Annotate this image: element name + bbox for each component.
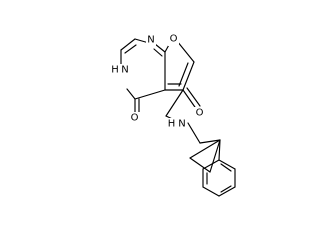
atom-label-bg-h-ring <box>111 64 120 76</box>
bond-cyclopropyl-b <box>189 157 211 173</box>
bond-c6-c5 <box>182 61 195 91</box>
chemical-structure: N O H N O O H N <box>111 33 236 197</box>
atom-label-n-amide: N <box>178 119 185 130</box>
atom-label-o-amide: O <box>196 108 204 119</box>
bond-carbonyl-o <box>182 89 198 111</box>
bond-o7-c6 <box>176 40 195 63</box>
bond-phenyl-4 <box>218 186 236 197</box>
bond-ch2-cyclopropyl <box>199 139 221 144</box>
bond-c4-n3 <box>126 88 136 100</box>
atom-label-o-furan: O <box>170 34 178 45</box>
bond-carbonyl-o-inner <box>186 87 201 107</box>
bond-c6-c5-inner <box>178 62 189 87</box>
bond-phenyl-6 <box>218 159 236 170</box>
atom-label-bg-n-ring <box>120 64 130 76</box>
atom-label-o-keto: O <box>131 113 139 124</box>
atom-label-bg-o-amide <box>194 107 205 120</box>
bond-c2-n1-double <box>120 38 136 51</box>
bond-c5-carbonyl <box>165 89 184 117</box>
atom-label-n-top: N <box>147 35 154 46</box>
atom-label-bg-o-furan <box>168 33 179 46</box>
structure-canvas: N O H N O O H N <box>111 33 236 197</box>
atom-label-bg-n-top <box>146 34 156 47</box>
atom-label-bg-h-amide <box>167 118 177 131</box>
bond-cyclopropyl-phenyl <box>218 139 221 161</box>
bond-c4a-c4 <box>134 89 166 100</box>
bond-phenyl-inner-2 <box>220 185 232 193</box>
atom-label-bg-n-amide <box>177 118 187 131</box>
bond-c2-n1-double-inner <box>124 44 137 54</box>
bond-cyclopropyl-c <box>209 139 221 173</box>
bond-phenyl-1 <box>202 159 220 170</box>
atom-label-h-ring: H <box>111 65 119 76</box>
bond-amide-ch2 <box>187 122 201 144</box>
atom-label-bg-o-keto <box>129 112 140 125</box>
atom-label-n-ring: N <box>121 65 128 76</box>
bond-n1-c7a-inner <box>153 48 163 57</box>
bond-phenyl-inner-3 <box>220 163 232 172</box>
atom-label-h-amide: H <box>168 119 176 130</box>
bond-phenyl-3 <box>202 186 220 197</box>
bond-n1-c7a <box>154 43 166 53</box>
bond-cyclopropyl-a <box>189 139 221 159</box>
